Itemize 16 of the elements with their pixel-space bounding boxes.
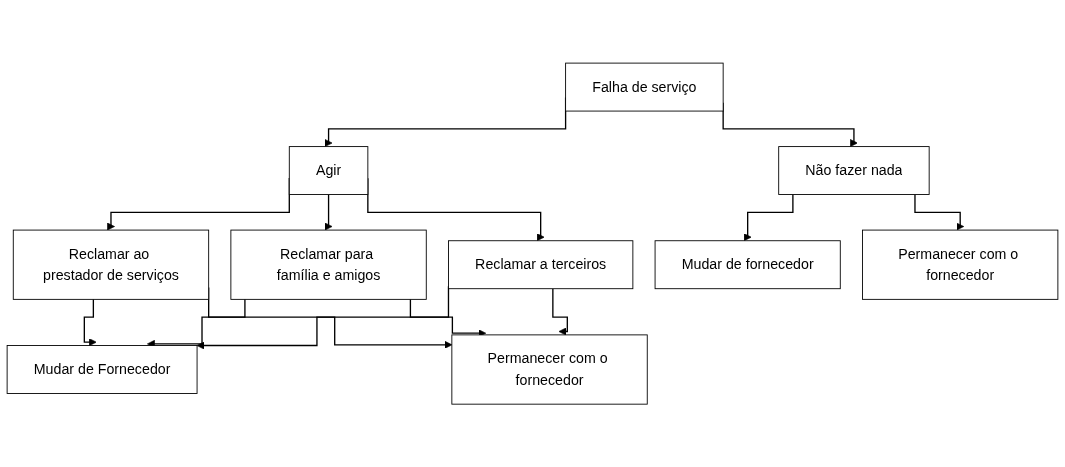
node-box: Reclamar a terceiros: [448, 240, 634, 289]
node-box: Agir: [288, 146, 369, 195]
node-box: Reclamar ao prestador de serviços: [12, 229, 210, 300]
node-box: Reclamar para família e amigos: [230, 229, 427, 300]
node-box: Permanecer com o fornecedor: [451, 334, 648, 405]
node-box: Não fazer nada: [778, 146, 930, 195]
node-box: Mudar de Fornecedor: [6, 344, 198, 394]
node-box: Mudar de fornecedor: [654, 240, 841, 289]
arrow: [147, 298, 246, 348]
arrow: [83, 298, 97, 346]
arrow: [552, 287, 568, 336]
arrow: [324, 193, 333, 231]
arrow: [914, 193, 965, 231]
node-box: Permanecer com o fornecedor: [862, 229, 1059, 300]
node-box: Falha de serviço: [565, 62, 724, 112]
arrow: [743, 193, 794, 241]
